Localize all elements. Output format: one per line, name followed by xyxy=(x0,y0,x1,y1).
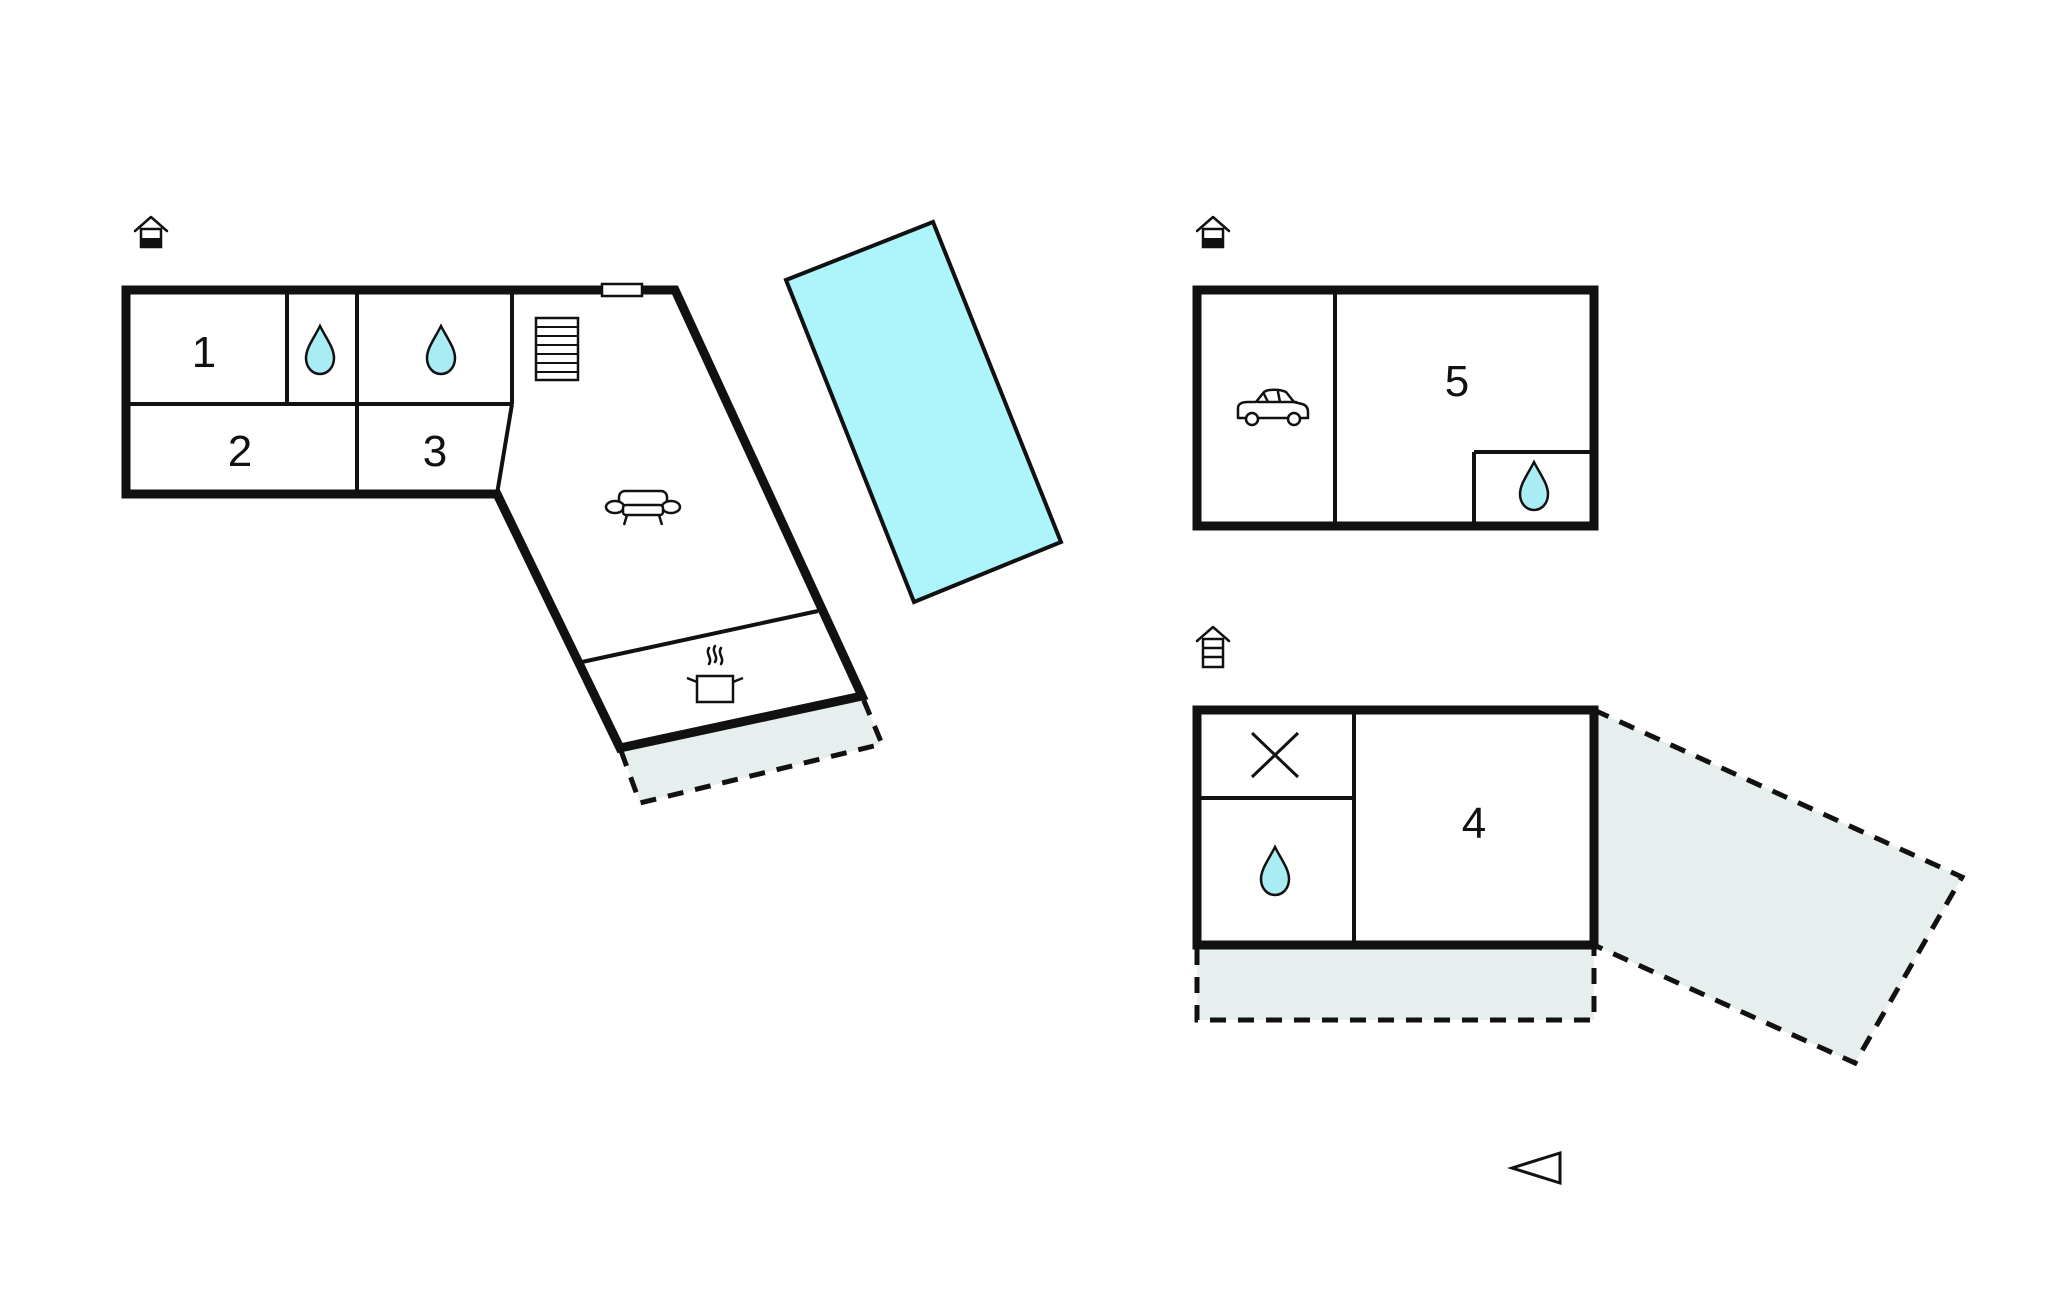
terrace-annex-side xyxy=(1591,706,1966,1067)
annex-building: 4 xyxy=(1192,705,1966,1067)
room-4-label: 4 xyxy=(1462,799,1486,848)
cooking-pot-icon xyxy=(686,644,744,704)
water-drop-icon xyxy=(425,324,457,376)
water-drop-icon xyxy=(304,324,336,376)
car-icon xyxy=(1236,388,1310,427)
house-ground-floor-icon xyxy=(133,215,169,249)
swimming-pool xyxy=(783,219,1064,605)
staircase-icon xyxy=(534,316,580,382)
terrace-annex-front xyxy=(1194,942,1597,1023)
main-building: 1 2 3 xyxy=(121,282,886,806)
garage-building: 5 xyxy=(1192,285,1599,531)
water-drop-icon xyxy=(1518,460,1550,512)
north-arrow-icon xyxy=(1506,1150,1562,1186)
sofa-icon xyxy=(604,489,682,526)
room-3-label: 3 xyxy=(423,427,447,476)
cross-icon xyxy=(1250,731,1300,779)
room-2-label: 2 xyxy=(228,427,252,476)
house-stacked-floor-icon xyxy=(1195,625,1231,669)
window xyxy=(600,282,644,298)
water-drop-icon xyxy=(1259,845,1291,897)
terrace-main xyxy=(616,693,886,806)
room-5-label: 5 xyxy=(1445,357,1469,406)
house-ground-floor-icon xyxy=(1195,215,1231,249)
room-1-label: 1 xyxy=(192,328,216,377)
main-building-walls xyxy=(121,285,869,754)
